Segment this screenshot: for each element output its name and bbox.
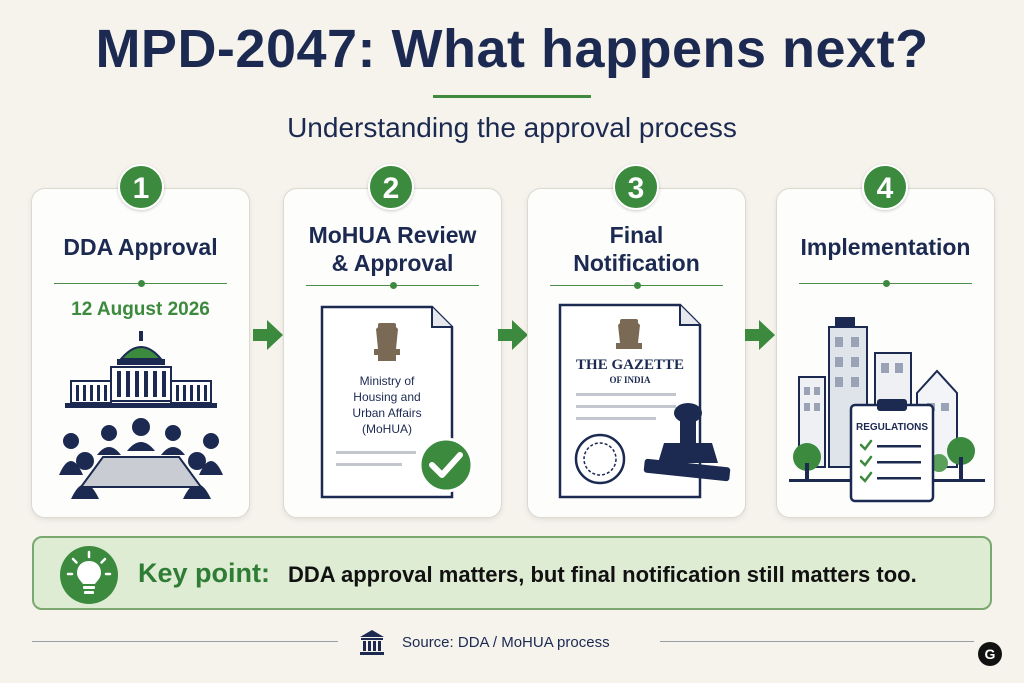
brand-logo-icon: G bbox=[978, 642, 1002, 666]
step-date: 12 August 2026 bbox=[71, 299, 210, 320]
doc-line-4: (MoHUA) bbox=[362, 422, 412, 436]
step-title-line-2: & Approval bbox=[331, 250, 454, 276]
step-card-dda-approval: DDA Approval 12 August 2026 bbox=[31, 188, 250, 518]
step-title-line-1: MoHUA Review bbox=[308, 222, 477, 248]
gazette-subtitle: OF INDIA bbox=[610, 375, 651, 385]
step-title-line-1: Final bbox=[609, 222, 664, 248]
arrow-right-icon bbox=[745, 320, 775, 350]
institution-icon bbox=[360, 630, 384, 655]
lightbulb-icon bbox=[60, 546, 118, 604]
step-divider bbox=[799, 280, 972, 287]
gazette-title: THE GAZETTE bbox=[576, 357, 684, 373]
gazette-with-stamp-illustration: THE GAZETTE OF INDIA bbox=[558, 303, 731, 499]
city-with-regulations-illustration: REGULATIONS bbox=[789, 317, 985, 503]
title-underline bbox=[433, 95, 591, 98]
arrow-right-icon bbox=[498, 320, 528, 350]
source-rule-right bbox=[660, 641, 974, 642]
step-card-implementation: Implementation REGULATIONS bbox=[776, 188, 995, 518]
doc-line-3: Urban Affairs bbox=[352, 406, 421, 420]
clipboard-label: REGULATIONS bbox=[856, 422, 928, 433]
step-title: DDA Approval bbox=[63, 234, 218, 260]
step-title-line-2: Notification bbox=[573, 250, 700, 276]
source-text: Source: DDA / MoHUA process bbox=[402, 634, 610, 651]
arrow-right-icon bbox=[253, 320, 283, 350]
dda-building-meeting-illustration bbox=[59, 331, 223, 499]
key-point-text: DDA approval matters, but final notifica… bbox=[288, 562, 917, 587]
step-divider bbox=[54, 280, 227, 287]
step-1-badge: 1 bbox=[118, 164, 164, 210]
page-title: MPD-2047: What happens next? bbox=[95, 19, 929, 79]
step-title: Implementation bbox=[800, 234, 971, 260]
key-point-box: Key point: DDA approval matters, but fin… bbox=[32, 536, 992, 610]
step-2-badge: 2 bbox=[368, 164, 414, 210]
doc-line-2: Housing and bbox=[353, 390, 420, 404]
step-divider bbox=[306, 282, 479, 289]
step-4-badge: 4 bbox=[862, 164, 908, 210]
doc-line-1: Ministry of bbox=[360, 374, 415, 388]
page-subtitle: Understanding the approval process bbox=[287, 112, 737, 143]
step-card-mohua-review: MoHUA Review & Approval Ministry of Hous… bbox=[283, 188, 502, 518]
approved-document-illustration: Ministry of Housing and Urban Affairs (M… bbox=[320, 305, 474, 499]
key-point-label: Key point: bbox=[138, 558, 270, 588]
step-divider bbox=[550, 282, 723, 289]
step-card-final-notification: Final Notification THE GAZETTE OF INDIA bbox=[527, 188, 746, 518]
source-rule-left bbox=[32, 641, 338, 642]
step-3-badge: 3 bbox=[613, 164, 659, 210]
